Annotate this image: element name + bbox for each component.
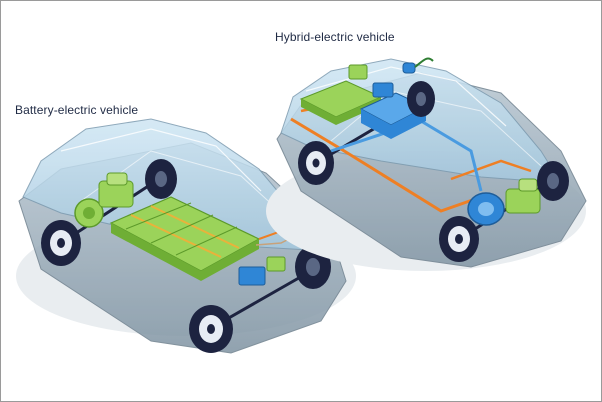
hybrid-electric-vehicle	[266, 57, 587, 271]
battery-electric-vehicle-label: Battery-electric vehicle	[15, 103, 139, 117]
hev-front-left-wheel	[439, 216, 479, 262]
hev-battery-pack	[299, 64, 383, 125]
hev-front-right-wheel	[537, 161, 569, 201]
bev-rear-right-wheel	[145, 159, 177, 199]
hybrid-electric-vehicle-label: Hybrid-electric vehicle	[275, 30, 395, 44]
bev-rear-motor	[74, 172, 134, 228]
bev-front-left-wheel	[189, 305, 233, 353]
hev-coolant-line	[330, 119, 483, 192]
hev-rear-left-wheel	[298, 141, 334, 185]
hev-fuel-line	[290, 117, 482, 213]
bev-rear-left-wheel	[41, 220, 81, 266]
hev-electric-motor	[505, 178, 541, 214]
hev-rear-right-wheel	[407, 81, 435, 117]
hev-engine	[467, 192, 505, 226]
battery-electric-vehicle	[16, 118, 356, 354]
bev-power-electronics	[238, 256, 286, 286]
hev-charging-plug-icon	[402, 57, 434, 74]
